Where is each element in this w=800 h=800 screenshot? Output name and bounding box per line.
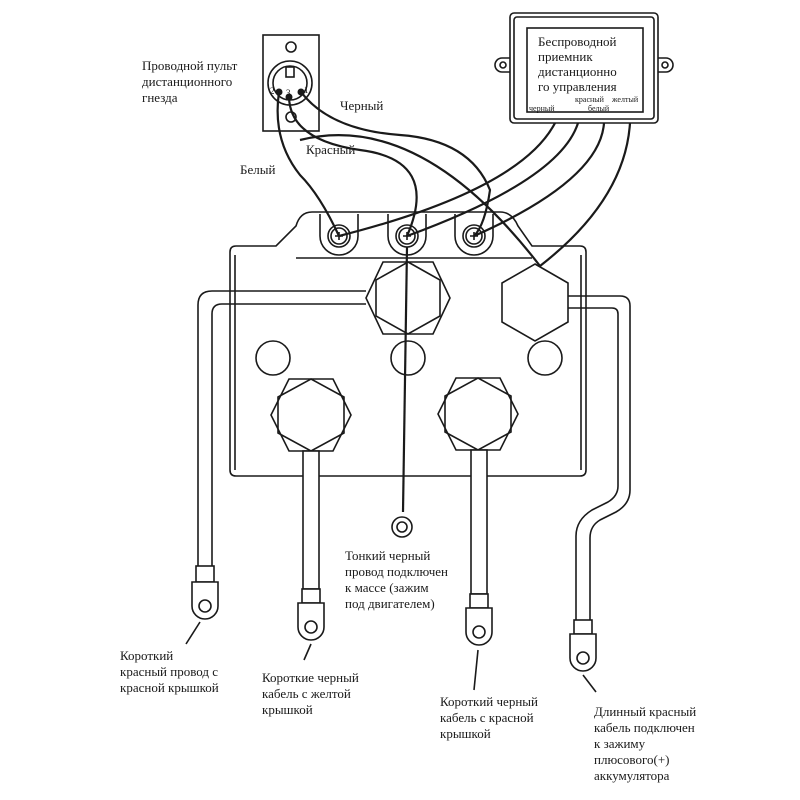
terminal-nut-bottom-left [270, 378, 352, 452]
socket-pin-1-label: 1 [304, 85, 309, 95]
wire-label-black: Черный [340, 98, 384, 113]
short-red-cable [191, 290, 366, 620]
socket-label: Проводной пульт дистанционного гнезда [142, 58, 238, 105]
long-red-cable [568, 295, 631, 672]
ground-wire [391, 246, 413, 538]
callout-long-red-cable: Длинный красный кабель подключен к зажим… [594, 704, 697, 783]
callout-ground-wire: Тонкий черный провод подключен к массе (… [345, 548, 448, 611]
receiver-terminal-black: черный [529, 104, 555, 113]
socket-pin-3-label: 3 [286, 88, 291, 98]
socket-pin-2-label: 2 [270, 86, 275, 96]
red-wire [287, 96, 418, 237]
short-black-cable-red-cap [465, 449, 493, 646]
black-wire [300, 91, 492, 237]
receiver-black-wire [338, 122, 556, 238]
receiver-terminal-red: красный [575, 95, 604, 104]
callout-short-black-red-cap: Короткий черный кабель с красной крышкой [440, 694, 538, 741]
wired-remote-socket [262, 34, 320, 132]
receiver-terminal-white: белый [588, 104, 610, 113]
terminal-nut-bottom-right [437, 377, 519, 451]
callout-short-red-wire: Короткий красный провод с красной крышко… [120, 648, 219, 695]
wire-label-red: Красный [306, 142, 356, 157]
short-black-cable-yellow-cap [297, 450, 325, 641]
receiver-label: Беспроводной приемник дистанционно го уп… [538, 34, 617, 94]
terminal-nut-top-right [501, 263, 569, 342]
leader-lines [185, 621, 597, 693]
terminal-nut-top-center [365, 261, 451, 335]
callout-short-black-yellow-cap: Короткие черный кабель с желтой крышкой [262, 670, 359, 717]
receiver-terminal-yellow: желтый [612, 95, 639, 104]
receiver-yellow-wire [539, 122, 632, 267]
wire-label-white: Белый [240, 162, 276, 177]
white-wire [276, 91, 340, 237]
wireless-receiver [494, 12, 674, 124]
remote-to-nut-wire [299, 134, 541, 267]
control-wires [276, 91, 632, 267]
receiver-red-wire [406, 122, 580, 238]
